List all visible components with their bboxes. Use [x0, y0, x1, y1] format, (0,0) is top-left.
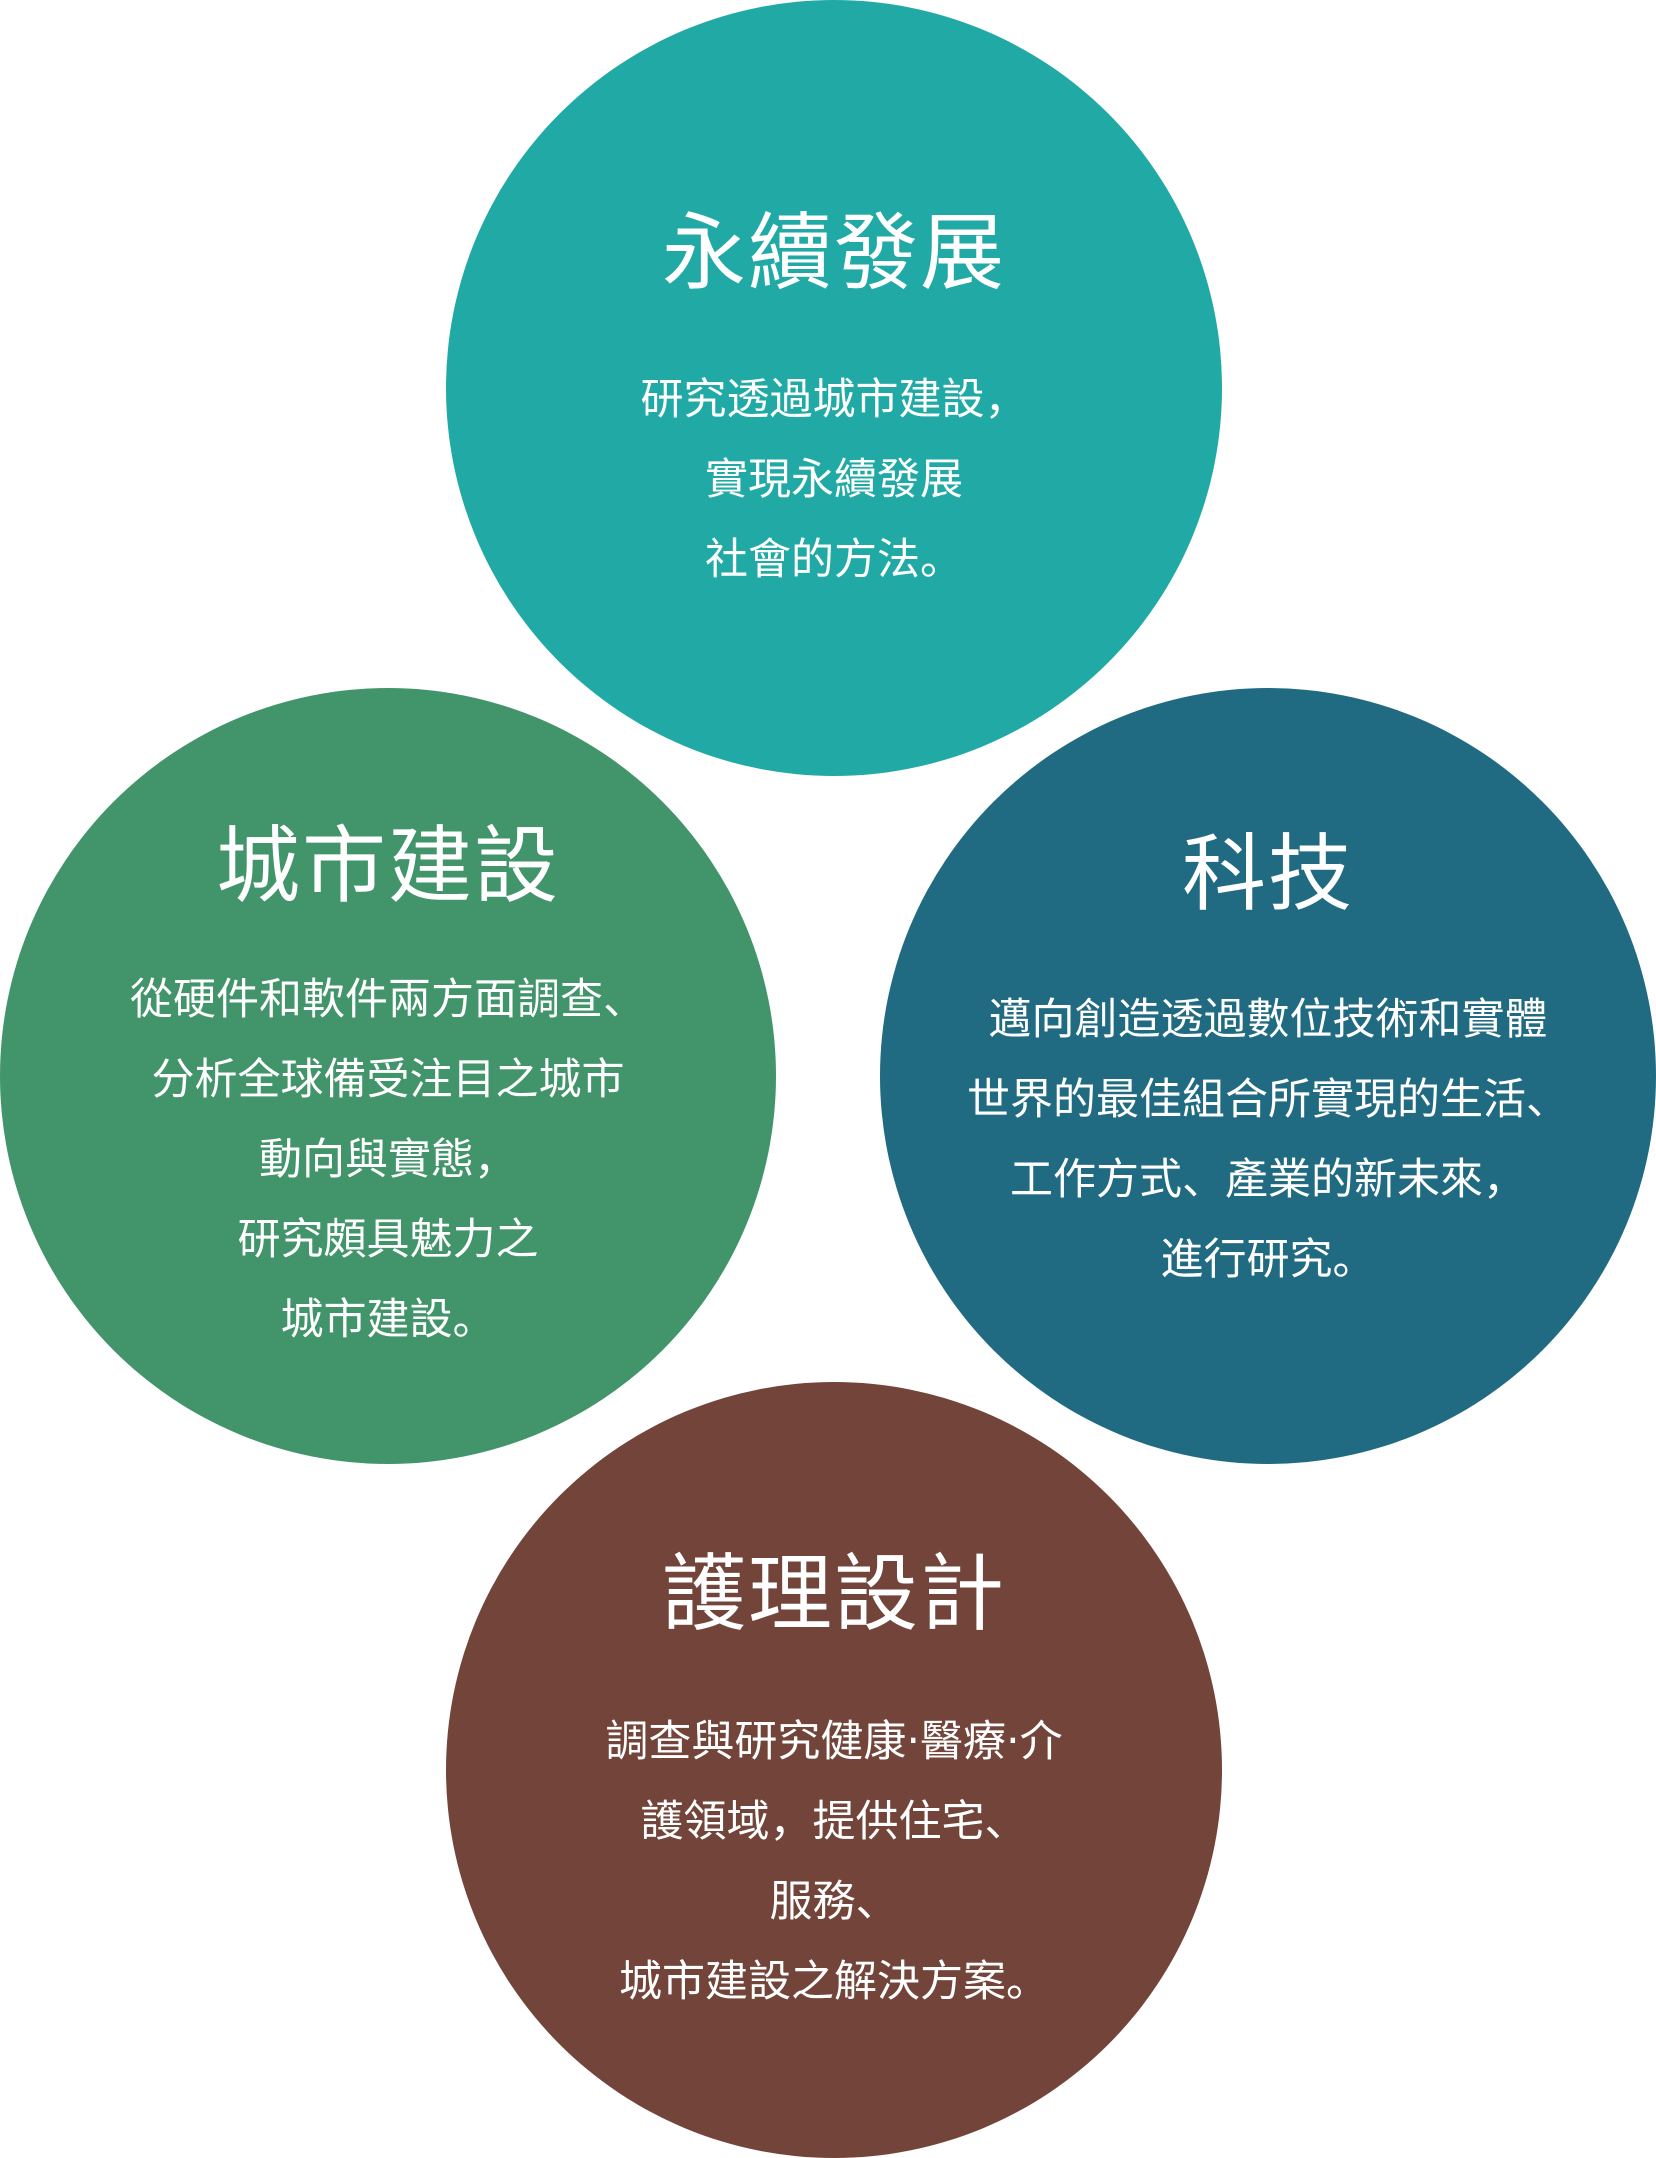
urban-development-description: 從硬件和軟件兩方面調查、 分析全球備受注目之城市 動向與實態， 研究頗具魅力之 …: [0, 960, 776, 1360]
technology-title: 科技: [1181, 825, 1354, 923]
description-line: 服務、: [769, 1877, 899, 1927]
description-line: 邁向創造透過數位技術和實體: [988, 995, 1548, 1045]
description-line: 從硬件和軟件兩方面調查、: [130, 975, 646, 1025]
description-line: 城市建設之解決方案。: [619, 1957, 1049, 2007]
description-line: 進行研究。: [1160, 1235, 1376, 1285]
circle-technology: 科技 邁向創造透過數位技術和實體 世界的最佳組合所實現的生活、 工作方式、產業的…: [880, 688, 1656, 1464]
description-line: 調查與研究健康‧醫療‧介: [605, 1717, 1063, 1767]
description-line: 工作方式、產業的新未來，: [1010, 1155, 1526, 1205]
circle-care-design: 護理設計 調查與研究健康‧醫療‧介 護領域，提供住宅、 服務、 城市建設之解決方…: [446, 1382, 1222, 2158]
description-line: 世界的最佳組合所實現的生活、: [967, 1075, 1569, 1125]
technology-description: 邁向創造透過數位技術和實體 世界的最佳組合所實現的生活、 工作方式、產業的新未來…: [880, 980, 1656, 1300]
description-line: 研究透過城市建設，: [640, 375, 1028, 425]
care-design-description: 調查與研究健康‧醫療‧介 護領域，提供住宅、 服務、 城市建設之解決方案。: [446, 1702, 1222, 2022]
care-design-title: 護理設計: [661, 1545, 1006, 1643]
description-line: 動向與實態，: [259, 1135, 517, 1185]
description-line: 城市建設。: [280, 1295, 496, 1345]
sustainability-description: 研究透過城市建設， 實現永續發展 社會的方法。: [446, 360, 1222, 600]
description-line: 護領域，提供住宅、: [640, 1797, 1028, 1847]
description-line: 實現永續發展: [705, 455, 963, 505]
circle-sustainability: 永續發展 研究透過城市建設， 實現永續發展 社會的方法。: [446, 0, 1222, 776]
description-line: 分析全球備受注目之城市: [151, 1055, 625, 1105]
circle-urban-development: 城市建設 從硬件和軟件兩方面調查、 分析全球備受注目之城市 動向與實態， 研究頗…: [0, 688, 776, 1464]
urban-development-title: 城市建設: [215, 817, 560, 915]
description-line: 社會的方法。: [705, 535, 963, 585]
sustainability-title: 永續發展: [661, 204, 1006, 302]
description-line: 研究頗具魅力之: [237, 1215, 539, 1265]
